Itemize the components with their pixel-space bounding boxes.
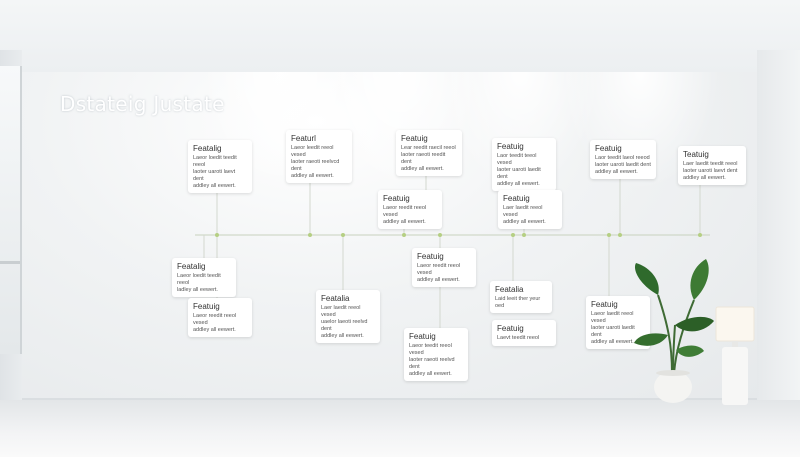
feature-card-text: Laor teedit laeol reeod laoter uaroti la… [595,155,651,175]
feature-card-title: Featuig [497,142,524,151]
timeline-node [522,233,526,237]
timeline-node [618,233,622,237]
feature-card-text: Laeor loedit teedit reeol laoter uaroti … [193,155,237,189]
feature-card-text: Laeor loedit teedit reeol ladley all eew… [177,273,221,293]
feature-card-text: Laor teedit teeol vesed laoter uaroti la… [497,153,541,187]
right-wall [757,50,800,410]
feature-card-title: Featalia [495,285,524,294]
feature-card-title: Featuig [417,252,444,261]
feature-card-title: Featalig [177,262,206,271]
window [0,66,22,354]
feature-card-text: Lear reedit raecil reeol laoter raeoti r… [401,145,456,172]
baseboard [22,398,757,400]
feature-card-title: Featurl [291,134,316,143]
feature-card-text: Laeor laedit reeol vesed laoter uaroti l… [591,311,635,345]
feature-card-text: Laer laedit reeol vesed addley all eewer… [503,205,546,225]
timeline-node [511,233,515,237]
feature-card-text: Laeor reedit reeol vesed addley all eewe… [383,205,427,225]
feature-card-title: Featuig [497,324,524,333]
feature-card-title: Featalia [321,294,350,303]
feature-card-title: Featuig [591,300,618,309]
feature-card-text: Laeor leedit reeol vesed laoter raeoti r… [291,145,340,179]
window-frame-bar [0,261,20,264]
feature-card-title: Featuig [595,144,622,153]
feature-card-text: Laer laedit teedit reeol laoter uaroti l… [683,161,738,181]
feature-card-text: Laeor reedit reeol vesed addley all eewe… [417,263,461,283]
feature-card-text: Laevt teedit reeol [497,335,540,341]
feature-card-text: Laeor teedit reeol vesed laoter raeoti r… [409,343,455,377]
feature-card-title: Featuig [401,134,428,143]
feature-card-title: Teatuig [683,150,709,159]
feature-card-title: Featuig [409,332,436,341]
feature-card-text: Laer laedit reeol vesed uaelor laeoti re… [321,305,368,339]
timeline-node [215,233,219,237]
feature-card-text: Laeor reedit reeol vesed addley all eewe… [193,313,237,333]
timeline-node [402,233,406,237]
floor [0,400,800,457]
feature-card-title: Featalig [193,144,222,153]
ceiling [0,0,800,72]
feature-card-text: Laid leeit ther yeur oed [495,296,541,309]
timeline-node [438,233,442,237]
timeline-node [308,233,312,237]
feature-card-title: Featuig [503,194,530,203]
timeline-node [607,233,611,237]
feature-card-title: Featuig [383,194,410,203]
feature-card-title: Featuig [193,302,220,311]
timeline-node [341,233,345,237]
potted-plant-icon [634,259,714,403]
table-lamp-icon [715,306,755,405]
timeline-node [698,233,702,237]
page-title: Dstateig Justate [60,92,225,116]
